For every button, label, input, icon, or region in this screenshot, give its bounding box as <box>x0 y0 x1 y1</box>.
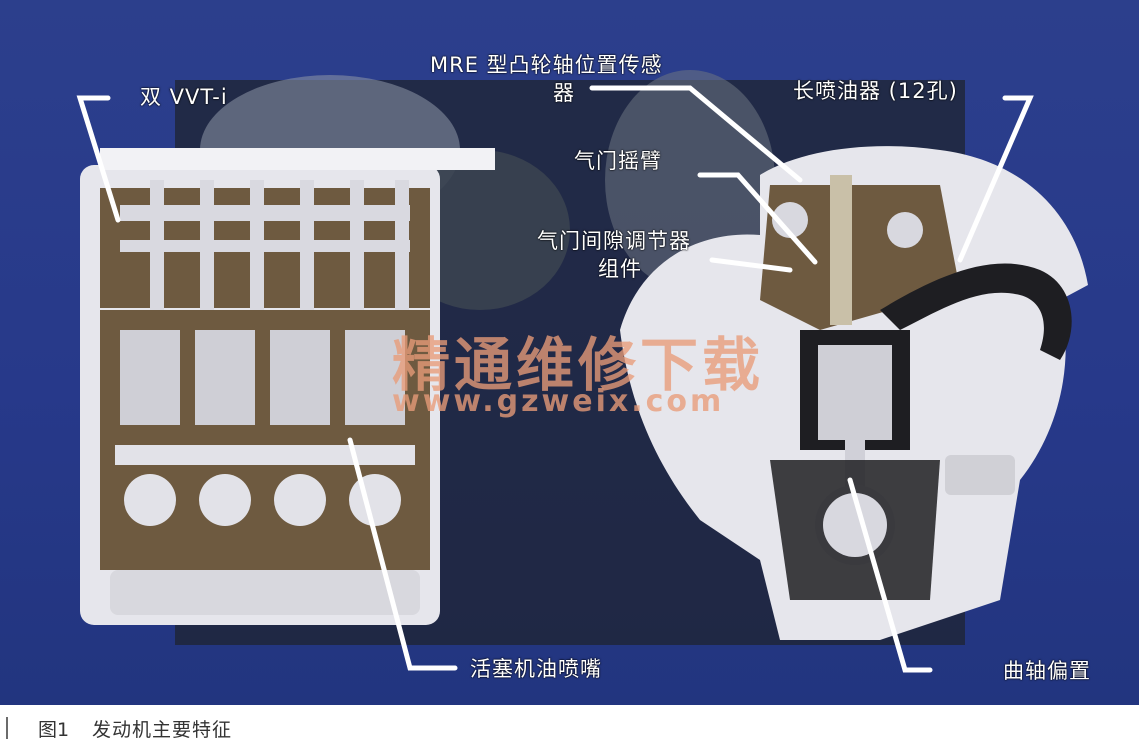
leader-lines <box>76 85 1034 673</box>
leader-dual-vvti <box>76 95 121 223</box>
label-long-injector: 长喷油器 (12孔) <box>793 79 958 103</box>
watermark-url: www.gzweix.com <box>392 384 725 419</box>
label-crank-offset: 曲轴偏置 <box>1003 659 1091 683</box>
engine-illustration <box>76 70 1088 673</box>
label-lash-adjuster-line2: 组件 <box>598 257 642 281</box>
label-mre-sensor-line1: MRE 型凸轮轴位置传感 <box>430 53 663 77</box>
label-rocker-arm: 气门摇臂 <box>574 149 662 173</box>
engine-figure: 双 VVT-i MRE 型凸轮轴位置传感 器 长喷油器 (12孔) 气门摇臂 气… <box>0 0 1139 705</box>
caption-text: 发动机主要特征 <box>92 719 233 741</box>
caption-number: 图1 <box>38 719 70 741</box>
caption-bar <box>6 717 8 739</box>
engine-cross-section <box>620 146 1088 640</box>
engine-side-section <box>80 148 495 625</box>
leader-piston-oil-jet <box>347 437 458 671</box>
label-dual-vvti: 双 VVT-i <box>140 85 228 109</box>
label-lash-adjuster-line1: 气门间隙调节器 <box>537 229 691 253</box>
label-mre-sensor-line2: 器 <box>553 81 575 105</box>
leader-mre-sensor <box>589 85 803 183</box>
figure-caption: 图1 发动机主要特征 <box>0 705 1139 745</box>
leader-long-injector <box>957 95 1034 263</box>
leader-lash-adjuster <box>709 257 793 273</box>
watermark-chinese: 精通维修下载 <box>392 331 765 399</box>
label-piston-oil-jet: 活塞机油喷嘴 <box>470 657 602 681</box>
leader-crank-offset <box>847 477 933 673</box>
leader-rocker-arm <box>697 172 818 265</box>
